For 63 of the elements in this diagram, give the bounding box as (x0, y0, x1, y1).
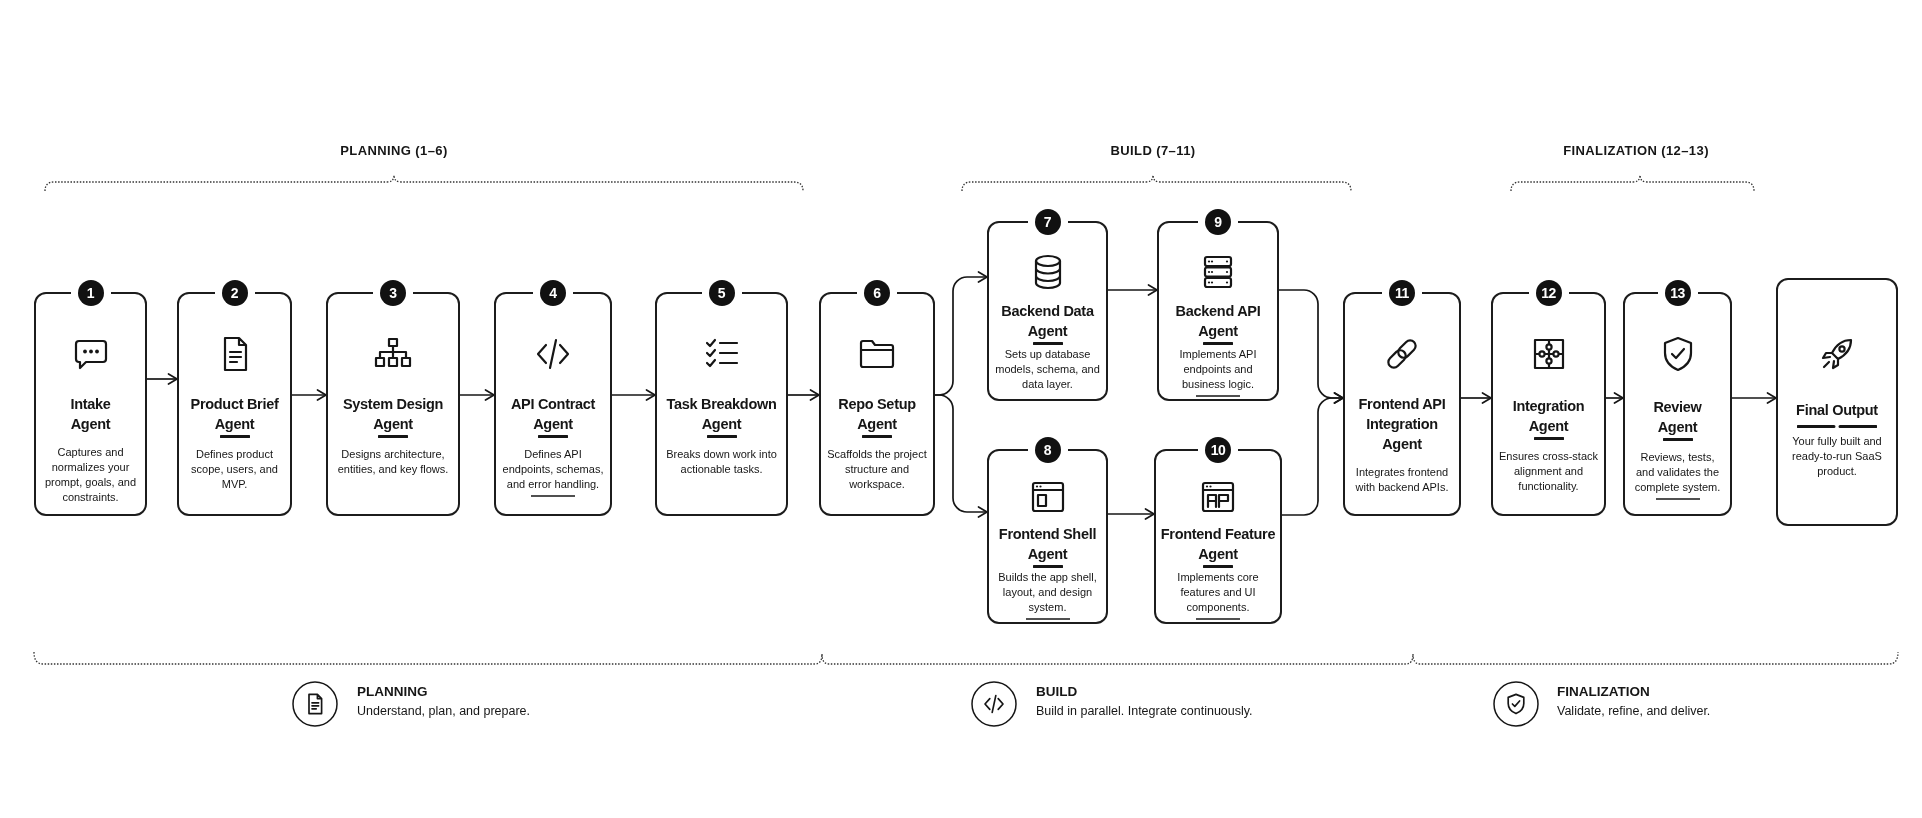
card-title: Frontend API Integration Agent (1357, 395, 1447, 454)
card-description: Integrates frontend with backend APIs. (1354, 465, 1450, 495)
step-number: 5 (708, 280, 735, 306)
arrow (611, 389, 656, 401)
card-title: System Design Agent (341, 395, 445, 434)
phase-heading: PLANNING (1–6) (340, 143, 448, 158)
card-description: Scaffolds the project structure and workspace. (826, 447, 928, 492)
phase-heading: FINALIZATION (12–13) (1563, 143, 1709, 158)
arrow (1107, 284, 1158, 296)
card-title: Final Output (1796, 401, 1878, 420)
arrow (1605, 392, 1624, 404)
arrow (291, 389, 327, 401)
card-description: Implements API endpoints and business logic. (1178, 347, 1258, 392)
card-title: Review Agent (1652, 398, 1703, 437)
output-card (1776, 278, 1898, 526)
arrow (1731, 392, 1777, 404)
card-description: Sets up database models, schema, and data layer. (994, 347, 1101, 392)
card-title: Frontend Shell Agent (997, 525, 1098, 564)
arrow (459, 389, 495, 401)
card-title: Backend Data Agent (1000, 302, 1095, 341)
card-description: Captures and normalizes your prompt, goals, and constraints. (43, 445, 138, 505)
phase-name: PLANNING (357, 684, 428, 699)
step-number: 8 (1034, 437, 1061, 463)
card-description: Your fully built and ready-to-run SaaS product. (1791, 434, 1883, 479)
step-number: 10 (1205, 437, 1231, 463)
step-number: 9 (1205, 209, 1231, 235)
arrow (1460, 392, 1492, 404)
card-description: Builds the app shell, layout, and design system. (997, 570, 1098, 615)
step-number: 3 (380, 280, 406, 306)
arrow (1281, 392, 1344, 516)
step-number: 1 (77, 280, 104, 306)
card-title: Integration Agent (1511, 397, 1586, 436)
card-description: Defines product scope, users, and MVP. (190, 447, 279, 492)
card-title: Backend API Agent (1174, 302, 1262, 341)
card-title: API Contract Agent (509, 395, 597, 434)
card-title: Product Brief Agent (189, 395, 280, 434)
arrow (787, 389, 820, 401)
phase-name: FINALIZATION (1557, 684, 1650, 699)
step-number: 2 (221, 280, 248, 306)
phase-heading: BUILD (7–11) (1110, 143, 1196, 158)
arrow (146, 373, 178, 385)
phase-summary: Validate, refine, and deliver. (1557, 704, 1711, 718)
phase-summary: Build in parallel. Integrate continuously. (1036, 704, 1253, 718)
card-title: Repo Setup Agent (837, 395, 917, 434)
phase-name: BUILD (1036, 684, 1078, 699)
step-number: 12 (1535, 280, 1562, 306)
card-description: Breaks down work into actionable tasks. (665, 447, 778, 477)
arrow (934, 394, 988, 518)
card-description: Ensures cross-stack alignment and functionality. (1498, 449, 1599, 494)
step-number: 6 (864, 280, 890, 306)
card-description: Defines API endpoints, schemas, and error handling. (501, 447, 605, 492)
card-title: Frontend Feature Agent (1159, 525, 1277, 564)
card-description: Reviews, tests, and validates the complete system. (1633, 450, 1722, 495)
card-description: Implements core features and UI components. (1176, 570, 1260, 615)
card-title: Task Breakdown Agent (665, 395, 778, 434)
step-number: 13 (1664, 280, 1691, 306)
step-number: 7 (1034, 209, 1061, 235)
step-number: 11 (1389, 280, 1415, 306)
card-description: Designs architecture, entities, and key flows. (336, 447, 450, 477)
step-number: 4 (540, 280, 566, 306)
card-title: Intake Agent (69, 395, 112, 434)
phase-summary: Understand, plan, and prepare. (357, 704, 531, 718)
arrow (1107, 508, 1155, 520)
